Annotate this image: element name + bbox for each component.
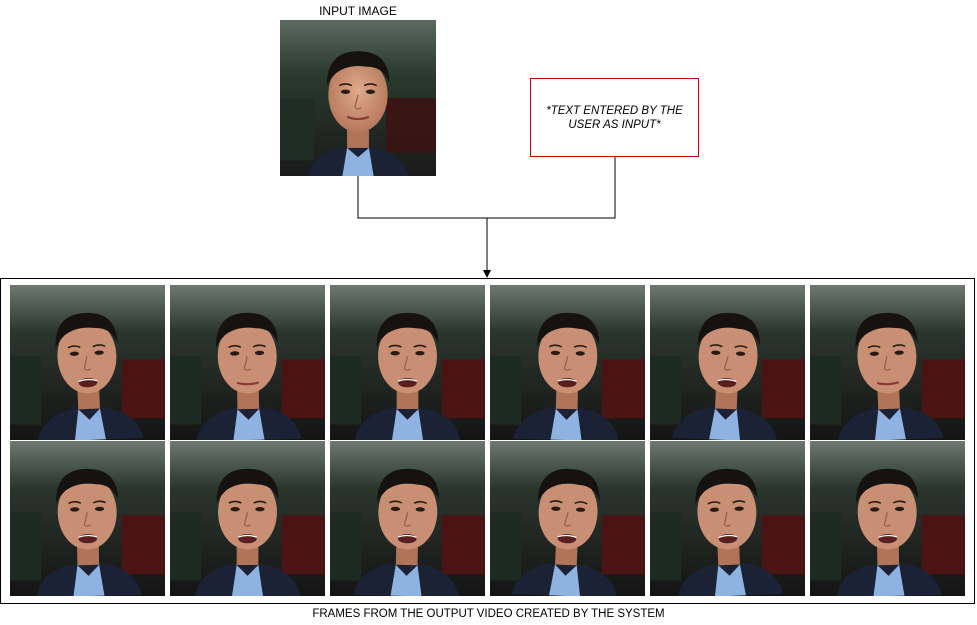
frame-photo <box>810 285 965 440</box>
frame-photo <box>170 441 325 596</box>
output-frame <box>330 285 485 440</box>
frame-photo <box>330 285 485 440</box>
output-frame <box>10 285 165 440</box>
user-text-input-box: *TEXT ENTERED BY THE USER AS INPUT* <box>530 78 699 157</box>
frame-photo <box>170 285 325 440</box>
input-image-label: INPUT IMAGE <box>319 4 397 18</box>
frame-photo <box>490 441 645 596</box>
frame-photo <box>330 441 485 596</box>
frame-photo <box>650 441 805 596</box>
output-frame <box>10 441 165 596</box>
user-text-input-label: *TEXT ENTERED BY THE USER AS INPUT* <box>546 104 683 131</box>
portrait-photo <box>280 20 436 176</box>
output-frame <box>650 441 805 596</box>
output-frame <box>490 441 645 596</box>
arrow-head-icon <box>483 270 491 278</box>
input-image <box>280 20 436 176</box>
frame-photo <box>10 285 165 440</box>
frame-photo <box>810 441 965 596</box>
output-frames-panel <box>0 278 975 604</box>
frame-photo <box>10 441 165 596</box>
output-frame <box>170 285 325 440</box>
output-frames-caption: FRAMES FROM THE OUTPUT VIDEO CREATED BY … <box>312 608 665 620</box>
output-frame <box>330 441 485 596</box>
frame-photo <box>650 285 805 440</box>
output-frame <box>810 441 965 596</box>
output-frame <box>170 441 325 596</box>
output-frame <box>490 285 645 440</box>
output-frame <box>810 285 965 440</box>
frame-photo <box>490 285 645 440</box>
output-frame <box>650 285 805 440</box>
